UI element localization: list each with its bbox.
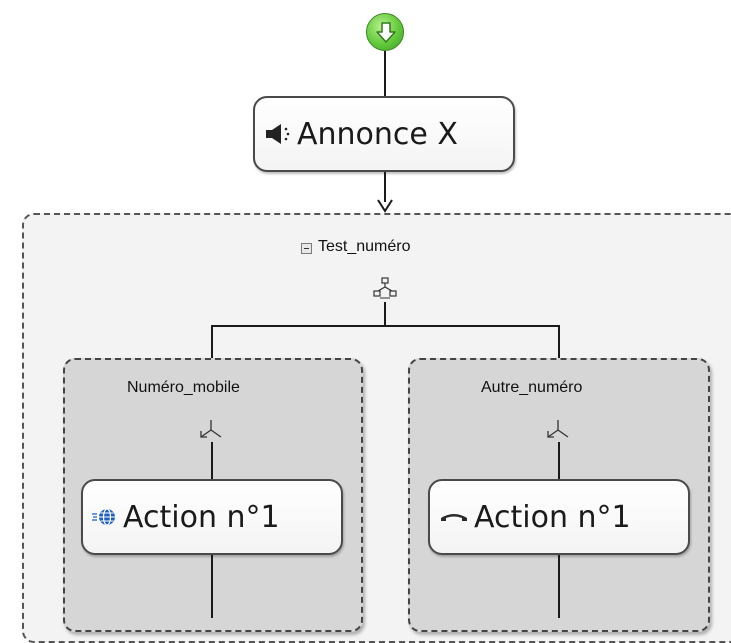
branch-merge-icon (547, 420, 569, 438)
connector-split-horizontal (211, 325, 560, 327)
branch-label-left: Numéro_mobile (127, 379, 240, 396)
action-label-left: Action n°1 (123, 499, 280, 535)
connector-announce (384, 172, 386, 202)
start-node[interactable] (366, 13, 404, 51)
action-node-left[interactable]: Action n°1 (81, 479, 343, 555)
connector-split (384, 302, 386, 326)
branch-split-icon (373, 277, 397, 299)
connector-right-exit (558, 555, 560, 618)
branch-label-right: Autre_numéro (481, 379, 583, 396)
globe-icon (92, 508, 115, 526)
speaker-icon (266, 124, 290, 144)
action-node-right[interactable]: Action n°1 (428, 479, 690, 555)
action-label-right: Action n°1 (474, 499, 631, 535)
branch-merge-icon (200, 420, 222, 438)
collapse-minus-icon[interactable] (301, 243, 312, 254)
connector-branch-left (211, 325, 213, 359)
announce-label: Annonce X (297, 116, 458, 152)
connector-right-action (558, 442, 560, 479)
connector-left-exit (211, 555, 213, 618)
switch-label: Test_numéro (318, 238, 411, 255)
phone-hangup-icon (441, 514, 467, 521)
start-arrow-down-icon (376, 22, 396, 43)
arrow-down-icon (377, 199, 393, 213)
connector-start (384, 51, 386, 96)
connector-left-action (211, 442, 213, 479)
announce-node[interactable]: Annonce X (253, 96, 515, 172)
connector-branch-right (558, 325, 560, 359)
